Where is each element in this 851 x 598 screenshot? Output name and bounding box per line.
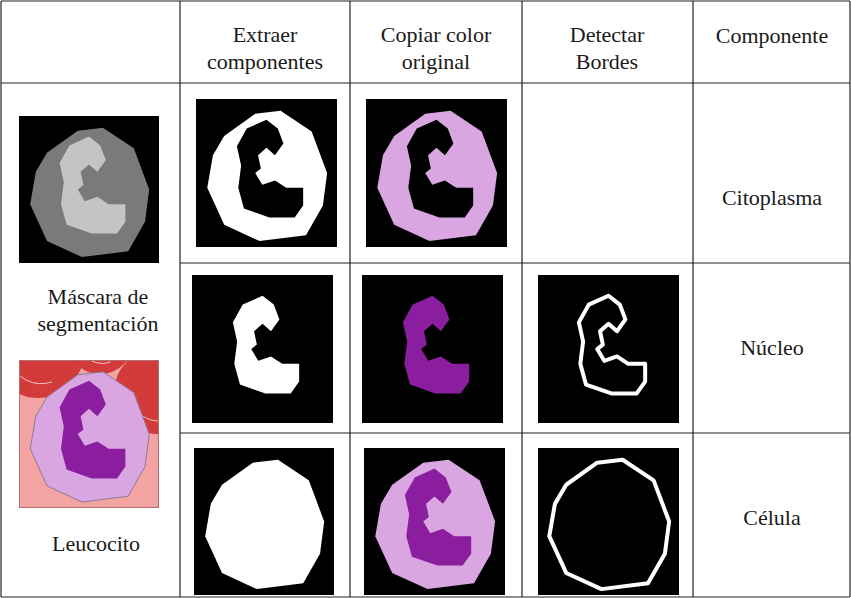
extract-cell-image	[194, 448, 334, 595]
component-name: Núcleo	[695, 334, 849, 361]
edge-cell-image	[538, 448, 679, 595]
nucleus-shape	[405, 469, 471, 566]
grid-line	[180, 432, 850, 433]
grid-line	[0, 1, 1, 597]
leuco-image	[0, 306, 198, 508]
column-header: Componente	[695, 22, 849, 49]
grid-line	[349, 1, 350, 597]
nucleus-mask	[60, 137, 126, 234]
cell-mask	[30, 128, 149, 257]
grid-line	[692, 1, 693, 597]
column-header: Detectar Bordes	[537, 21, 677, 75]
column-header: Copiar color original	[361, 21, 511, 75]
black-background	[362, 275, 503, 423]
component-name: Célula	[695, 504, 849, 531]
extract-cyto-image	[196, 99, 337, 247]
column-header: Extraer componentes	[190, 21, 340, 75]
black-background	[538, 275, 679, 423]
black-background	[192, 275, 333, 423]
grid-line	[521, 1, 522, 597]
color-nuc-image	[362, 275, 503, 423]
grid-line	[1, 0, 850, 1]
cytoplasm-shape	[30, 372, 149, 502]
nucleus-hole	[407, 120, 473, 218]
black-background	[364, 448, 505, 595]
image-caption: Leucocito	[11, 530, 181, 557]
black-background	[538, 448, 679, 595]
image-caption: Máscara de segmentación	[13, 283, 183, 337]
grid-line	[1, 82, 850, 83]
nucleus-mask	[233, 296, 299, 394]
nucleus-shape	[60, 381, 126, 479]
black-background	[196, 99, 337, 247]
cell-mask	[205, 460, 324, 589]
nucleus-hole	[237, 120, 303, 218]
extract-nuc-image	[192, 275, 333, 423]
nucleus-edge	[579, 296, 645, 394]
cell-edge	[549, 460, 669, 589]
edge-nuc-image	[538, 275, 679, 423]
component-name: Citoplasma	[695, 184, 849, 211]
cell-mask	[207, 111, 327, 241]
grid-line	[849, 1, 850, 597]
color-cyto-image	[366, 99, 507, 247]
color-cell-image	[364, 448, 505, 595]
cytoplasm-shape	[377, 111, 497, 241]
grid-line	[179, 1, 180, 597]
grid-line	[180, 262, 850, 263]
grid-line	[1, 596, 850, 597]
black-background	[366, 99, 507, 247]
nucleus-shape	[403, 296, 469, 394]
black-background	[19, 116, 159, 263]
black-background	[194, 448, 334, 595]
cell-highlight	[19, 361, 52, 384]
image-frame	[20, 361, 159, 508]
mask-image	[19, 116, 159, 263]
cytoplasm-shape	[375, 460, 495, 589]
